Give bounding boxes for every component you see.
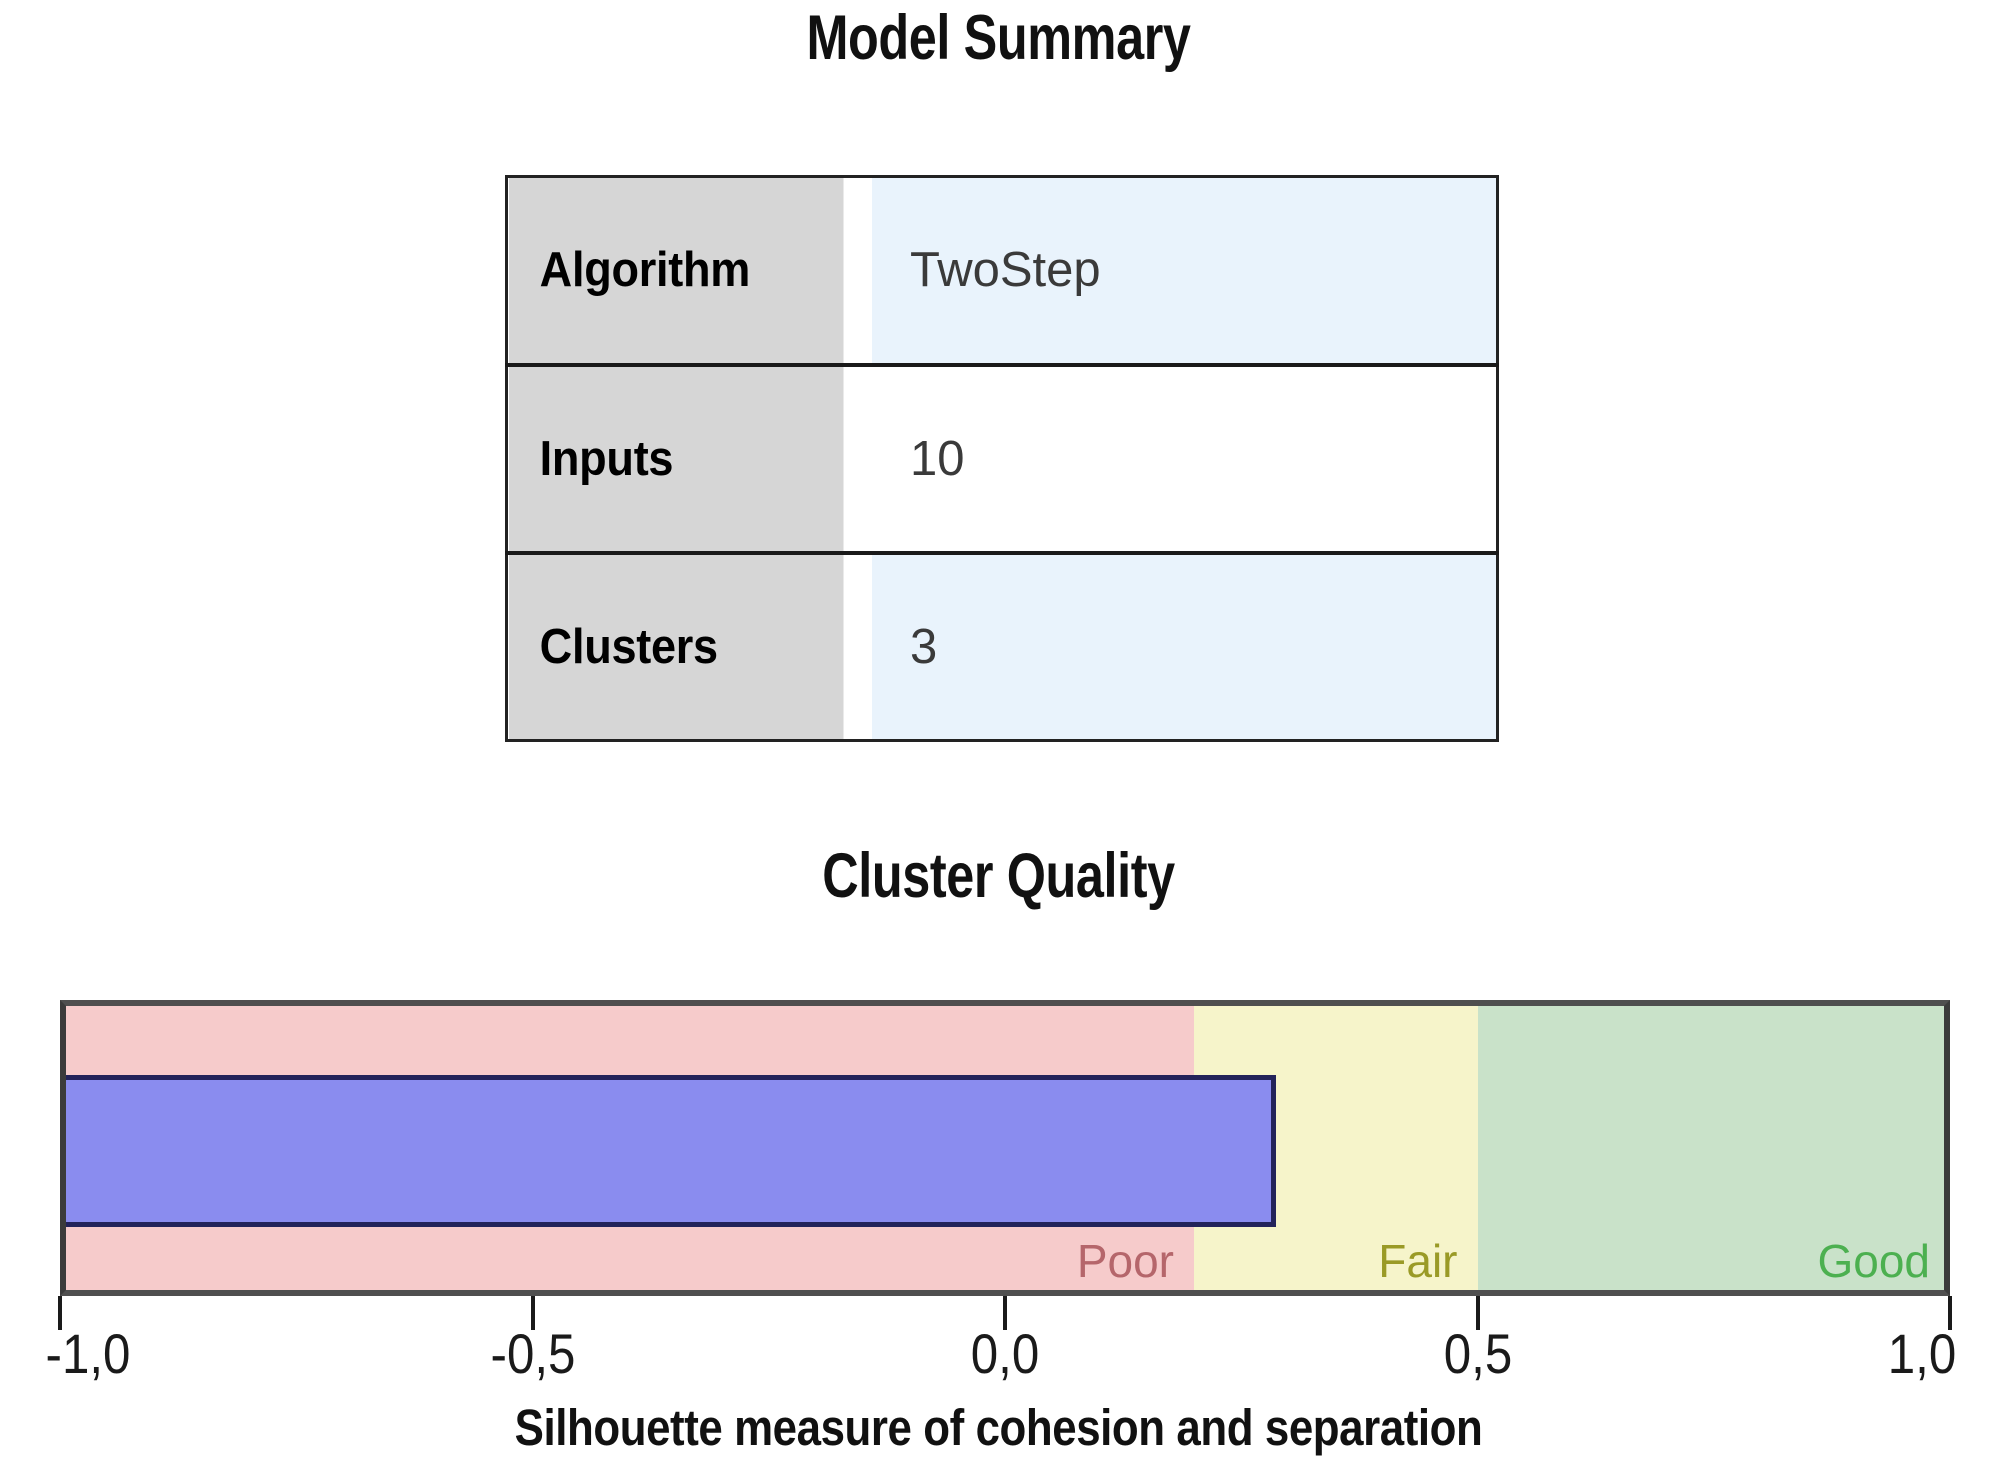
row-value-algorithm: TwoStep [872, 176, 1498, 367]
x-axis-tick [530, 1296, 535, 1330]
table-row: Clusters 3 [506, 552, 1498, 741]
row-label-algorithm: Algorithm [506, 176, 843, 367]
model-summary-title: Model Summary [806, 3, 1191, 73]
quality-band-label-poor: Poor [1076, 1235, 1174, 1287]
quality-band-label-fair: Fair [1378, 1235, 1458, 1287]
table-row: Algorithm TwoStep [506, 176, 1498, 367]
row-label-clusters: Clusters [506, 552, 843, 741]
x-axis-ticks [58, 1296, 1952, 1330]
row-label-inputs: Inputs [506, 364, 843, 555]
x-axis-title: Silhouette measure of cohesion and separ… [514, 1399, 1483, 1456]
cluster-quality-title: Cluster Quality [822, 841, 1175, 911]
x-axis-tick-label: -1,0 [45, 1322, 131, 1385]
cluster-quality-plot-area: Poor Fair Good [60, 1000, 1950, 1296]
x-axis-tick [58, 1296, 62, 1330]
x-axis-tick [1948, 1296, 1952, 1330]
silhouette-measure-bar [66, 1075, 1276, 1227]
x-axis-tick-label: 0,0 [970, 1322, 1040, 1385]
x-axis-tick-label: -0,5 [490, 1322, 575, 1385]
row-value-clusters: 3 [872, 552, 1498, 741]
x-axis-tick-label: 1,0 [1887, 1322, 1957, 1385]
row-value-inputs: 10 [872, 364, 1498, 555]
quality-band-good [1477, 1006, 1944, 1290]
table-row: Inputs 10 [506, 364, 1498, 555]
model-summary-table: Algorithm TwoStep Inputs 10 Clusters 3 [505, 175, 1499, 742]
x-axis-tick-label: 0,5 [1443, 1322, 1512, 1385]
quality-band-label-good: Good [1817, 1235, 1930, 1287]
x-axis-tick [1003, 1296, 1007, 1330]
x-axis-tick [1475, 1296, 1480, 1330]
